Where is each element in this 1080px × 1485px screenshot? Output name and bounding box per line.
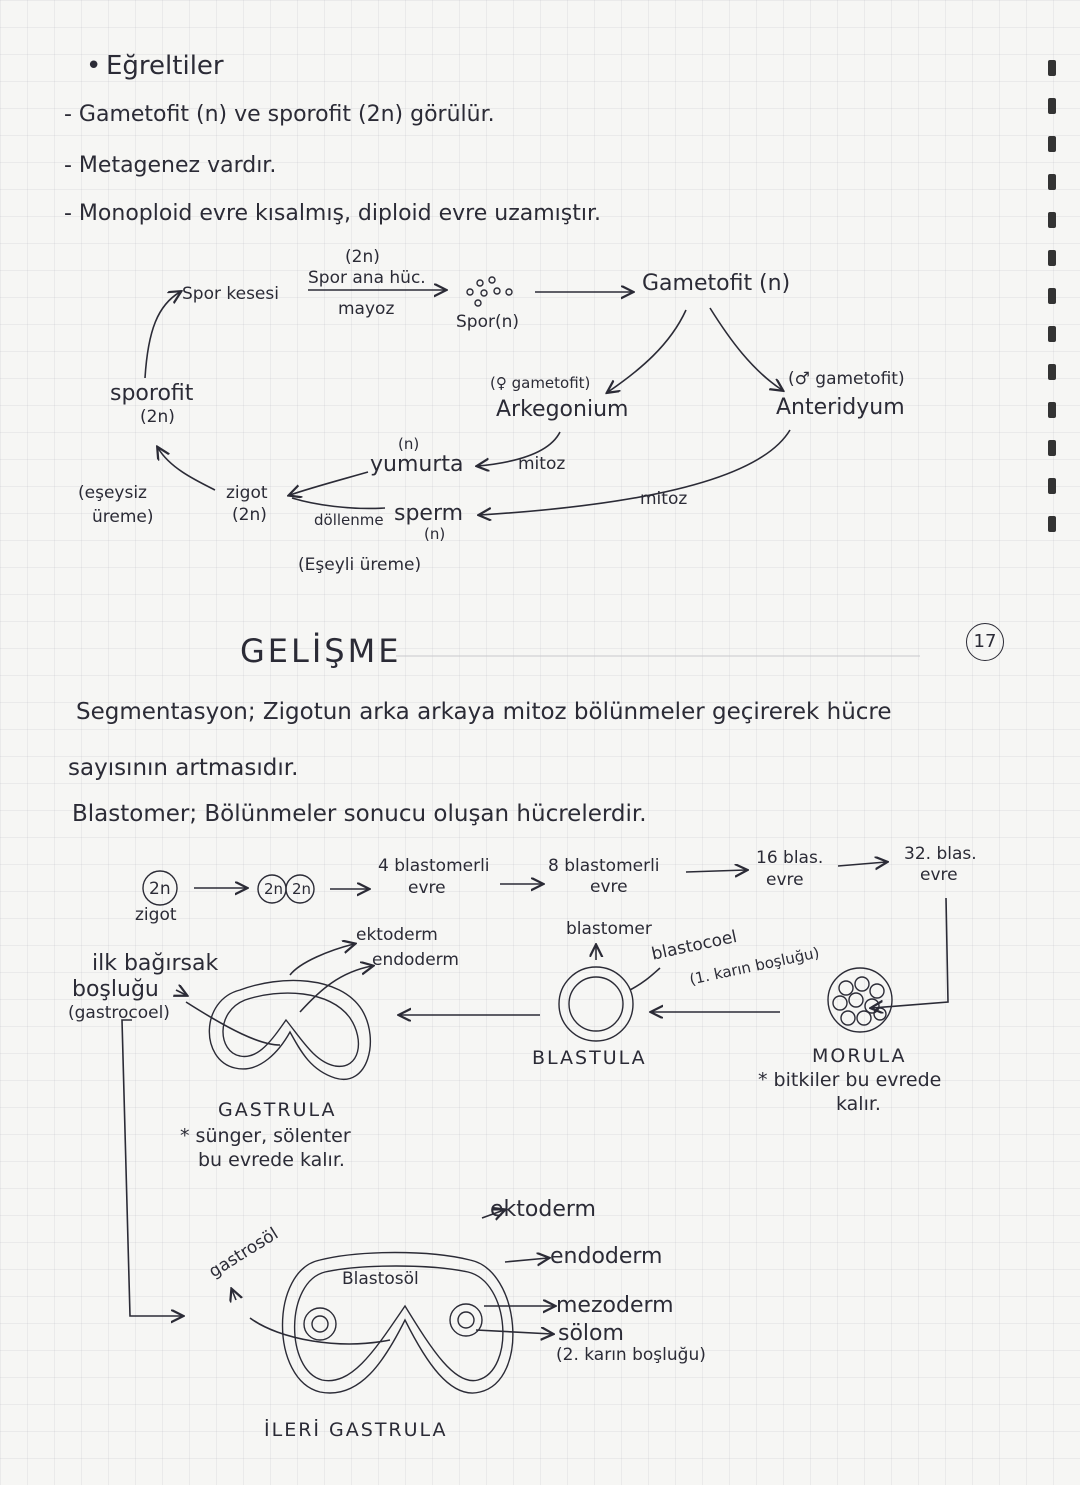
- segmentasyon-line-1: Segmentasyon; Zigotun arka arkaya mitoz …: [76, 699, 892, 725]
- advanced-gastrula-drawing: [232, 1210, 554, 1394]
- female-gametofit-label: (♀ gametofit): [490, 374, 591, 392]
- cleavage-sequence: [142, 862, 949, 1015]
- morula-note-1: * bitkiler bu evrede: [758, 1069, 942, 1091]
- stage-32-evre: evre: [920, 865, 958, 885]
- male-gametofit-label: (♂ gametofit): [788, 369, 905, 389]
- notebook-spiral: [1048, 60, 1062, 620]
- bullet-line-1: - Gametofit (n) ve sporofit (2n) görülür…: [64, 102, 495, 127]
- eseyli-label: (Eşeyli üreme): [298, 555, 422, 575]
- two-cell-label-b: 2n: [292, 880, 312, 898]
- mitoz-label-1: mitoz: [518, 454, 566, 474]
- mezoderm-label: mezoderm: [556, 1293, 674, 1318]
- ileri-gastrula-label: İLERİ GASTRULA: [264, 1419, 448, 1441]
- yumurta-ploidy: (n): [398, 435, 420, 453]
- arkegonium-label: Arkegonium: [496, 397, 629, 422]
- connector-arrow: [121, 1019, 182, 1316]
- ilk-bagirsak-label-3: (gastrocoel): [68, 1003, 170, 1023]
- sperm-label: sperm: [394, 501, 464, 526]
- stage-8-label: 8 blastomerli: [548, 856, 660, 876]
- spor-kesesi-label: Spor kesesi: [182, 284, 279, 304]
- stage-4-label: 4 blastomerli: [378, 856, 490, 876]
- page-number: 17: [966, 623, 1004, 661]
- adv-endoderm-label: endoderm: [550, 1244, 663, 1269]
- yumurta-label: yumurta: [370, 452, 464, 477]
- blastomer-definition: Blastomer; Bölünmeler sonucu oluşan hücr…: [72, 801, 647, 827]
- spor-ana-ploidy: (2n): [345, 247, 380, 267]
- gastrula-note-2: bu evrede kalır.: [198, 1149, 345, 1171]
- solom-label: sölom: [558, 1321, 624, 1346]
- stage-16-label: 16 blas.: [756, 848, 824, 868]
- stage-32-label: 32. blas.: [904, 844, 977, 864]
- stage-4-evre: evre: [408, 878, 446, 898]
- karin2-label: (2. karın boşluğu): [556, 1345, 706, 1365]
- zigot-ploidy: (2n): [232, 505, 267, 525]
- dollenme-label: döllenme: [314, 511, 384, 529]
- spor-ana-label: Spor ana hüc.: [308, 268, 426, 288]
- morula-note-2: kalır.: [836, 1093, 881, 1115]
- gastrula-label: GASTRULA: [218, 1099, 337, 1121]
- sporofit-label: sporofit: [110, 381, 194, 406]
- blastula-label: BLASTULA: [532, 1047, 647, 1069]
- life-cycle-arrows: [144, 290, 791, 515]
- blastomer-label: blastomer: [566, 919, 652, 939]
- gastrula-note-1: * sünger, sölenter: [180, 1125, 351, 1147]
- two-cell-label-a: 2n: [264, 880, 284, 898]
- bullet-line-3: - Monoploid evre kısalmış, diploid evre …: [64, 201, 601, 226]
- section-title-gelisme: GELİŞME: [240, 632, 402, 670]
- stage-8-evre: evre: [590, 877, 628, 897]
- morula-label: MORULA: [812, 1045, 907, 1067]
- spore-circles: [466, 276, 513, 307]
- gametofit-label: Gametofit (n): [642, 271, 791, 296]
- ilk-bagirsak-label-1: ilk bağırsak: [92, 951, 219, 976]
- zigot-dev-label: zigot: [135, 905, 177, 925]
- sporofit-ploidy: (2n): [140, 407, 175, 427]
- heading-egreltiler: Eğreltiler: [106, 51, 224, 81]
- blastosol-label: Blastosöl: [342, 1269, 419, 1289]
- bullet-dot: •: [86, 51, 102, 81]
- stage-16-evre: evre: [766, 870, 804, 890]
- zigot-label: zigot: [226, 483, 268, 503]
- anteridyum-label: Anteridyum: [776, 395, 905, 420]
- eseysiz-label-1: (eşeysiz: [78, 483, 147, 503]
- gastrula-ektoderm-label: ektoderm: [356, 925, 438, 945]
- spor-label: Spor(n): [456, 312, 520, 332]
- blastula-drawing: [558, 946, 661, 1042]
- bullet-line-2: - Metagenez vardır.: [64, 153, 277, 178]
- morula-drawing: [827, 967, 893, 1033]
- gastrula-endoderm-label: endoderm: [372, 950, 459, 970]
- zigot-cell-label: 2n: [149, 879, 171, 899]
- eseysiz-label-2: üreme): [92, 507, 154, 527]
- sperm-ploidy: (n): [424, 525, 446, 543]
- ilk-bagirsak-label-2: boşluğu: [72, 977, 159, 1002]
- gastrula-drawing: [176, 944, 372, 1081]
- segmentasyon-line-2: sayısının artmasıdır.: [68, 755, 299, 781]
- mayoz-label: mayoz: [338, 299, 395, 319]
